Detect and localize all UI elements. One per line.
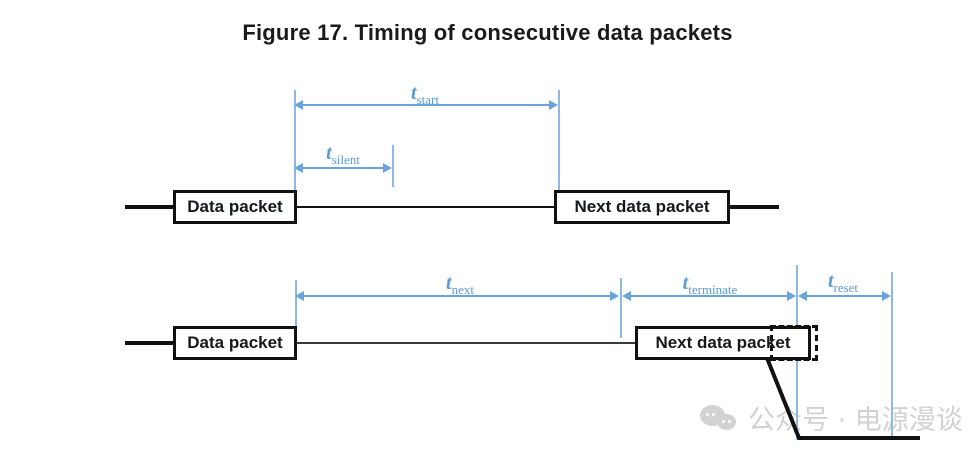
dimline-t-start (300, 104, 555, 106)
arrowhead-t-next-right (610, 291, 619, 301)
packet-bottom-next-label: Next data packet (655, 333, 791, 352)
label-t-terminate-symbol: t (682, 272, 689, 294)
watermark-text: 公众号 · 电源漫谈 (748, 405, 963, 436)
arrowhead-t-silent-left (294, 163, 303, 173)
guide-bottom-next-right (620, 278, 622, 338)
arrowhead-t-start-right (549, 100, 558, 110)
label-t-start-symbol: t (411, 82, 417, 104)
packet-bottom-data[interactable]: Data packet (173, 326, 297, 360)
label-t-silent-sub: silent (331, 151, 360, 167)
packet-top-next[interactable]: Next data packet (554, 190, 730, 224)
arrowhead-t-reset-left (798, 291, 807, 301)
label-t-silent-symbol: t (326, 142, 332, 164)
label-t-terminate-sub: terminate (688, 281, 738, 297)
label-t-reset-symbol: t (827, 270, 834, 292)
packet-bottom-next[interactable]: Next data packet (635, 326, 811, 360)
label-t-reset: treset (795, 270, 891, 296)
dimline-t-silent (300, 167, 389, 169)
figure-title: Figure 17. Timing of consecutive data pa… (242, 20, 733, 45)
selection-dashed-rect[interactable] (770, 325, 818, 361)
label-t-next: tnext (380, 272, 540, 298)
guide-bottom-next-left (295, 280, 297, 332)
label-t-reset-sub: reset (833, 279, 859, 295)
guide-top-start-left (294, 90, 296, 197)
wechat-bubbles-icon (700, 403, 740, 433)
dimline-t-next (301, 295, 615, 297)
arrowhead-t-terminate-left (622, 291, 631, 301)
wire-top-left (125, 205, 177, 209)
label-t-next-sub: next (451, 281, 474, 297)
watermark: 公众号 · 电源漫谈 (700, 398, 963, 437)
arrowhead-t-terminate-right (787, 291, 796, 301)
packet-top-next-label: Next data packet (574, 197, 710, 216)
arrowhead-t-silent-right (383, 163, 392, 173)
packet-top-data[interactable]: Data packet (173, 190, 297, 224)
arrowhead-t-reset-right (882, 291, 891, 301)
guide-top-start-right (558, 90, 560, 194)
arrowhead-t-start-left (294, 100, 303, 110)
packet-top-data-label: Data packet (187, 197, 283, 216)
dimline-t-terminate (628, 295, 793, 297)
wire-bottom-middle (296, 342, 638, 344)
guide-top-silent-right (392, 145, 394, 187)
guide-bottom-reset-right (891, 272, 893, 440)
wire-top-right (727, 205, 779, 209)
arrowhead-t-next-left (295, 291, 304, 301)
label-t-next-symbol: t (446, 272, 452, 294)
dimline-t-reset (804, 295, 888, 297)
label-t-silent: tsilent (293, 142, 393, 168)
label-t-terminate: tterminate (630, 272, 790, 298)
label-t-start: tstart (345, 82, 505, 108)
packet-bottom-data-label: Data packet (187, 333, 283, 352)
wire-bottom-left (125, 341, 177, 345)
wire-top-middle (292, 206, 558, 208)
label-t-start-sub: start (416, 91, 439, 107)
